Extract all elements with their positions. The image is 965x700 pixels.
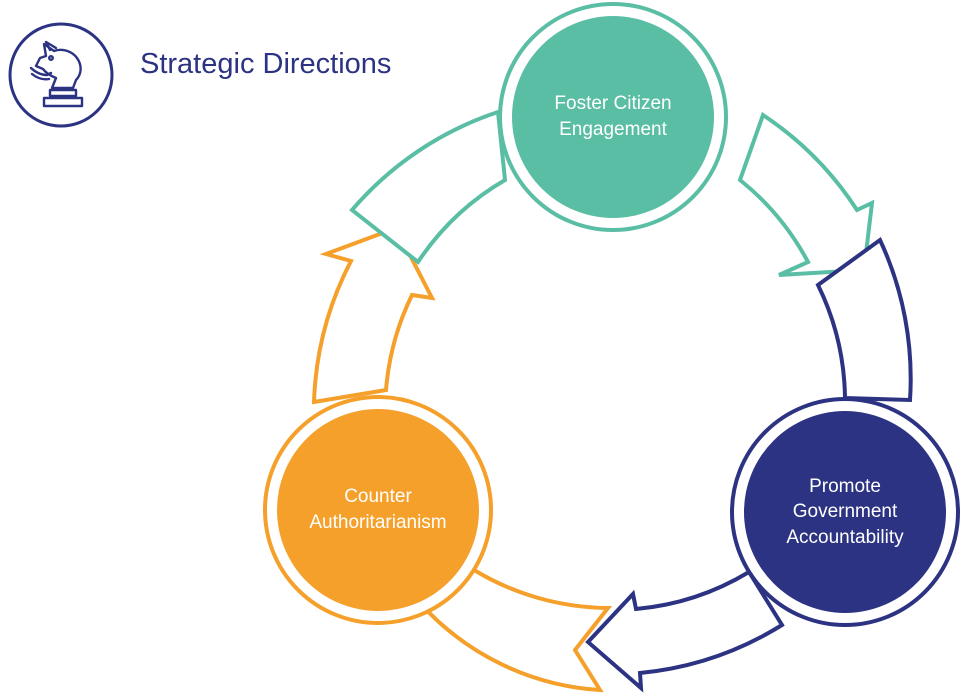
node-label-promote: Promote Government Accountability <box>786 475 904 548</box>
chess-knight-icon <box>8 22 114 128</box>
cycle-arrow-accountability-to-authoritarianism <box>585 569 785 693</box>
node-label-foster: Foster Citizen Engagement <box>554 93 672 140</box>
node-promote-government-accountability <box>730 397 960 627</box>
cycle-arrow-authoritarianism-to-engagement <box>311 225 436 405</box>
cycle-arrow-accountability-tail <box>815 236 913 403</box>
cycle-arrow-authoritarianism-tail <box>416 567 613 693</box>
page-title: Strategic Directions <box>140 47 392 80</box>
node-label-counter: Counter Authoritarianism <box>309 486 447 533</box>
node-counter-authoritarianism <box>263 395 493 625</box>
node-foster-citizen-engagement <box>498 2 728 232</box>
page-header: Strategic Directions <box>6 20 391 130</box>
cycle-arrow-engagement-tail <box>349 109 508 265</box>
cycle-arrow-engagement-to-accountability <box>737 111 875 277</box>
